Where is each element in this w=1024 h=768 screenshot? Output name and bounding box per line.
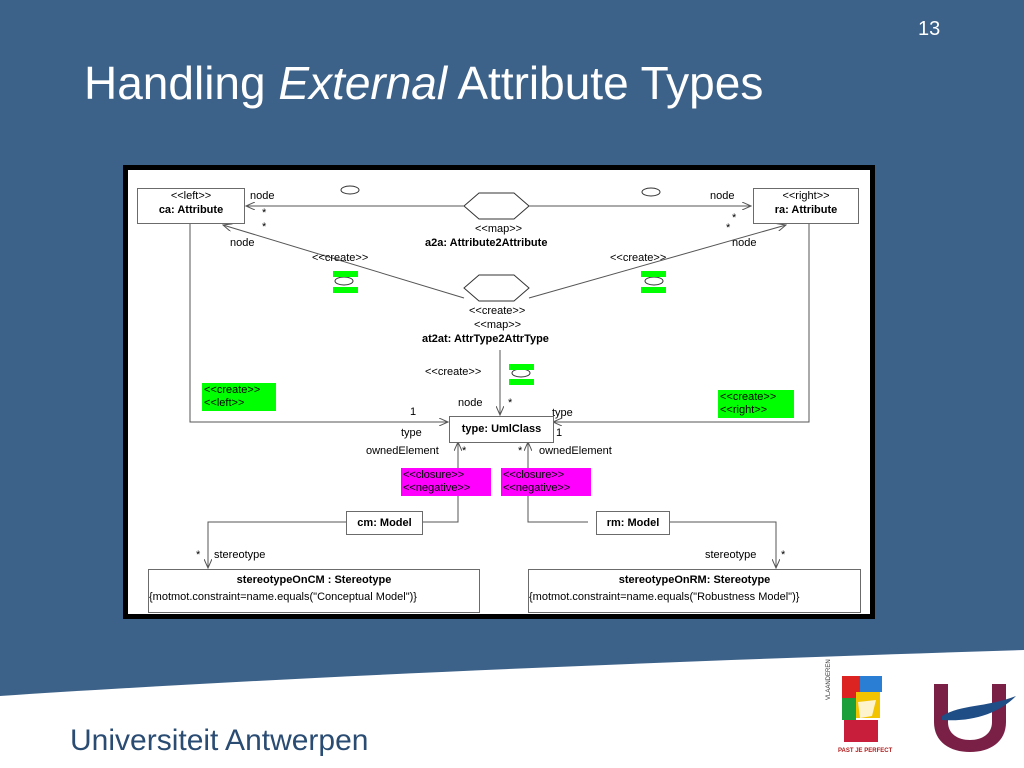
a2a-hexagon [463,192,530,220]
university-name: Universiteit Antwerpen [70,724,369,757]
link-icon-top-right [641,187,661,197]
green-bar-center-bottom [509,379,534,385]
rm-model-box: rm: Model [596,511,670,535]
edge-label-create-right: <<create>> [610,252,667,264]
edge-label-star-owned-right: * [518,445,523,457]
edge-label-node-top-left: node [250,190,275,202]
slide-number: 13 [918,18,941,40]
tag-closure-right: <<closure>> <<negative>> [501,468,591,496]
tag-create-right-line2: <<right>> [720,404,768,416]
flanders-logo [836,672,892,748]
at2at-name: at2at: AttrType2AttrType [422,333,549,345]
tag-create-left: <<create>> <<left>> [202,383,276,411]
diagram-edges [189,185,810,614]
cm-model-box: cm: Model [346,511,423,535]
edge-label-one-left: 1 [410,406,417,418]
link-icon-right-green [644,276,664,286]
edge-label-type-left: type [401,427,422,439]
edge-label-create-left: <<create>> [312,252,369,264]
title-italic: External [278,57,448,109]
edge-label-star-stereo-left: * [196,549,201,561]
title-part-2: Attribute Types [447,57,764,109]
at2at-hexagon [463,274,530,302]
tag-create-right-line1: <<create>> [720,391,777,403]
umlclass-name: type: UmlClass [461,423,542,435]
edge-label-node-diag-right: node [732,237,757,249]
tag-closure-left-line1: <<closure>> [403,469,465,481]
stereotype-rm-box: stereotypeOnRM: Stereotype {motmot.const… [528,569,861,613]
tag-closure-left-line2: <<negative>> [403,482,471,494]
left-attribute-name: ca: Attribute [158,204,224,216]
edge-label-create-center: <<create>> [425,366,482,378]
edge-label-star-top-left: * [262,207,267,219]
edge-label-owned-left: ownedElement [366,445,439,457]
tag-create-right: <<create>> <<right>> [718,390,794,418]
a2a-name: a2a: Attribute2Attribute [425,237,548,249]
at2at-stereo-map: <<map>> [474,319,522,331]
diagram-canvas: <<left>> ca: Attribute <<right>> ra: Att… [128,170,870,614]
cm-model-name: cm: Model [357,517,412,529]
edge-label-star-diag-left: * [262,221,267,233]
tag-closure-right-line1: <<closure>> [503,469,565,481]
right-attribute-name: ra: Attribute [774,204,838,216]
green-bar-center-top [509,364,534,370]
flanders-slogan: PAST JE PERFECT [838,748,893,754]
green-bar-left-top [333,271,358,277]
ua-logo [934,684,1016,752]
edge-label-stereotype-right: stereotype [705,549,757,561]
green-bar-left-bottom [333,287,358,293]
edge-label-star-owned-left: * [462,445,467,457]
stereotype-rm-name: stereotypeOnRM: Stereotype [618,574,771,586]
rm-model-name: rm: Model [606,517,660,529]
title-part-1: Handling [84,57,279,109]
right-attribute-stereo: <<right>> [782,190,830,202]
edge-label-owned-right: ownedElement [539,445,612,457]
stereotype-cm-box: stereotypeOnCM : Stereotype {motmot.cons… [148,569,480,613]
green-bar-right-top [641,271,666,277]
tag-closure-left: <<closure>> <<negative>> [401,468,491,496]
at2at-stereo-create: <<create>> [469,305,526,317]
a2a-stereo: <<map>> [475,223,523,235]
edge-label-star-diag-right: * [726,222,731,234]
diagram-frame: <<left>> ca: Attribute <<right>> ra: Att… [123,165,875,619]
edge-label-one-right: 1 [556,427,563,439]
link-icon-center-green [511,368,531,378]
tag-closure-right-line2: <<negative>> [503,482,571,494]
footer-band [0,650,1024,768]
edge-label-type-right: type [552,407,573,419]
edge-label-node-center: node [458,397,483,409]
stereotype-rm-constraint: {motmot.constraint=name.equals("Robustne… [529,591,800,603]
stereotype-cm-constraint: {motmot.constraint=name.equals("Conceptu… [149,591,417,603]
tag-create-left-line2: <<left>> [204,397,245,409]
edge-label-star-stereo-right: * [781,549,786,561]
edge-label-node-top-right: node [710,190,735,202]
edge-label-star-center: * [508,397,513,409]
link-icon-top-left [340,185,360,195]
left-attribute-box: <<left>> ca: Attribute [137,188,245,224]
edge-label-star-top-right: * [732,212,737,224]
green-bar-right-bottom [641,287,666,293]
umlclass-box: type: UmlClass [449,416,554,443]
edge-label-stereotype-left: stereotype [214,549,266,561]
tag-create-left-line1: <<create>> [204,384,261,396]
right-attribute-box: <<right>> ra: Attribute [753,188,859,224]
stereotype-cm-name: stereotypeOnCM : Stereotype [236,574,392,586]
flanders-vertical-text: VLAANDEREN [826,659,832,700]
link-icon-left-green [334,276,354,286]
slide-title: Handling External Attribute Types [84,56,763,110]
edge-label-node-diag-left: node [230,237,255,249]
left-attribute-stereo: <<left>> [170,190,212,202]
